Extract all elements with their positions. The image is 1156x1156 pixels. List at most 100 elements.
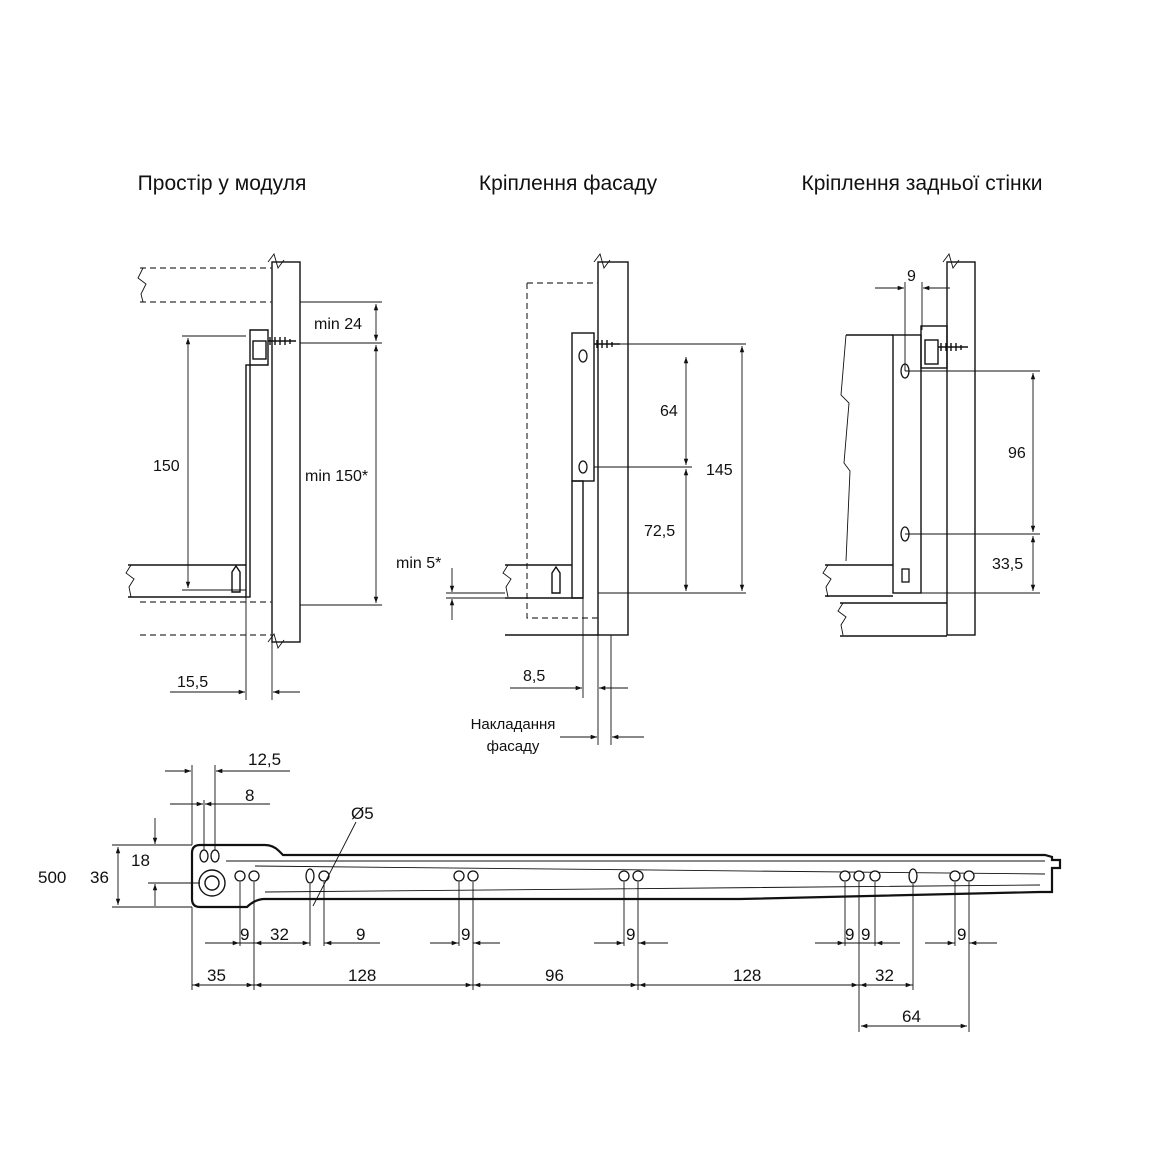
runner-hole bbox=[618, 870, 630, 882]
runner-hole bbox=[869, 870, 881, 882]
break-mark bbox=[840, 334, 851, 562]
runner-hole bbox=[199, 849, 209, 863]
dim-small-label: 9 bbox=[861, 925, 870, 944]
runner-hole bbox=[853, 870, 865, 882]
runner-hole bbox=[234, 870, 246, 882]
runner-hole bbox=[318, 870, 330, 882]
ext-line bbox=[905, 370, 1040, 594]
dim-main-label: 128 bbox=[733, 966, 761, 985]
break-mark bbox=[822, 564, 832, 598]
break-mark bbox=[267, 633, 285, 649]
runner-bracket bbox=[249, 329, 269, 366]
dim-8-5-label: 8,5 bbox=[523, 668, 545, 685]
dim-small-label: 9 bbox=[461, 925, 470, 944]
bracket-hole bbox=[578, 349, 588, 363]
runner-roller-hub bbox=[204, 875, 220, 891]
dim-main-label: 35 bbox=[207, 966, 226, 985]
overlay-label-line2: фасаду bbox=[487, 738, 540, 755]
runner-hole bbox=[305, 868, 315, 884]
back-mount-view: 9 96 33,5 bbox=[822, 253, 1040, 637]
ext-line bbox=[582, 598, 612, 745]
front-panel bbox=[597, 261, 629, 636]
runner-roller bbox=[198, 869, 226, 897]
bottom-screw-icon bbox=[551, 565, 561, 594]
overlay-label-line1: Накладання bbox=[471, 716, 556, 733]
title-front-mount: Кріплення фасаду bbox=[479, 172, 658, 195]
runner-holes bbox=[234, 868, 975, 884]
title-module-space: Простір у модуля bbox=[138, 172, 307, 195]
ext-line bbox=[191, 882, 970, 1032]
runner-hole bbox=[453, 870, 465, 882]
drawer-side bbox=[245, 364, 251, 598]
runner-hole bbox=[908, 868, 918, 884]
drawer-bottom bbox=[825, 564, 947, 637]
module-space-view: 150 min 24 min 150* 15,5 bbox=[125, 253, 382, 700]
runner-hole bbox=[839, 870, 851, 882]
dim-min5-label: min 5* bbox=[396, 555, 441, 572]
ext-line bbox=[191, 765, 216, 850]
dim-9-label: 9 bbox=[907, 268, 916, 285]
dim-main-label: 96 bbox=[545, 966, 564, 985]
cabinet-side-wall bbox=[271, 261, 301, 643]
break-mark bbox=[137, 267, 147, 303]
dim-8-label: 8 bbox=[245, 786, 254, 805]
dim-36-label: 36 bbox=[90, 868, 109, 887]
runner-roller-inner bbox=[924, 339, 939, 365]
dim-small-label: 9 bbox=[957, 925, 966, 944]
dim-64-label: 64 bbox=[660, 403, 678, 420]
lower-drawer-outline bbox=[140, 601, 272, 636]
dim-small-label: 9 bbox=[240, 925, 249, 944]
runner-hole bbox=[210, 849, 220, 863]
dim-small-label: 9 bbox=[356, 925, 365, 944]
drawer-bottom bbox=[505, 564, 598, 636]
runner-hole bbox=[963, 870, 975, 882]
ext-line bbox=[245, 597, 273, 700]
back-bracket bbox=[892, 334, 922, 594]
dim-small-label: 32 bbox=[270, 925, 289, 944]
runner-hole bbox=[248, 870, 260, 882]
hole-diameter-label: Ø5 bbox=[351, 804, 374, 823]
screw-icon bbox=[938, 343, 968, 351]
dim-12-5-label: 12,5 bbox=[248, 750, 281, 769]
runner-body bbox=[190, 843, 1062, 909]
runner-view: 500 36 18 12,5 8 Ø5 bbox=[38, 750, 1062, 1032]
bracket-slot bbox=[901, 568, 910, 583]
runner-roller bbox=[252, 340, 267, 360]
dim-small-label: 9 bbox=[845, 925, 854, 944]
dim-main-label: 128 bbox=[348, 966, 376, 985]
dim-small-label: 9 bbox=[626, 925, 635, 944]
dim-main-label: 32 bbox=[875, 966, 894, 985]
dim-33-5-label: 33,5 bbox=[992, 556, 1023, 573]
ext-line bbox=[112, 844, 200, 908]
dim-145-label: 145 bbox=[706, 462, 733, 479]
runner-hole bbox=[632, 870, 644, 882]
dim-min150-label: min 150* bbox=[305, 468, 368, 485]
back-wall bbox=[946, 261, 976, 636]
bottom-screw-icon bbox=[231, 564, 241, 593]
dim-500-label: 500 bbox=[38, 868, 66, 887]
runner-hole bbox=[949, 870, 961, 882]
dim-15-5-label: 15,5 bbox=[177, 674, 208, 691]
overlay-outline bbox=[526, 282, 598, 619]
break-mark bbox=[125, 564, 135, 598]
leader-line bbox=[312, 821, 357, 907]
break-mark bbox=[502, 564, 512, 598]
ext-line bbox=[182, 335, 246, 591]
title-back-mount: Кріплення задньої стінки bbox=[801, 172, 1042, 195]
bracket-hole bbox=[578, 460, 588, 474]
dim-64-runner-label: 64 bbox=[902, 1007, 921, 1026]
upper-drawer-outline bbox=[140, 267, 272, 303]
screw-icon bbox=[268, 337, 296, 345]
break-mark bbox=[942, 253, 960, 269]
ext-line bbox=[446, 343, 746, 599]
dim-min24-label: min 24 bbox=[314, 316, 362, 333]
dim-96-label: 96 bbox=[1008, 445, 1026, 462]
ext-line bbox=[904, 282, 923, 371]
dim-150-label: 150 bbox=[153, 458, 180, 475]
break-mark bbox=[837, 602, 847, 636]
break-mark bbox=[593, 253, 611, 269]
runner-hole bbox=[467, 870, 479, 882]
drawer-side bbox=[571, 480, 584, 599]
dim-72-5-label: 72,5 bbox=[644, 523, 675, 540]
